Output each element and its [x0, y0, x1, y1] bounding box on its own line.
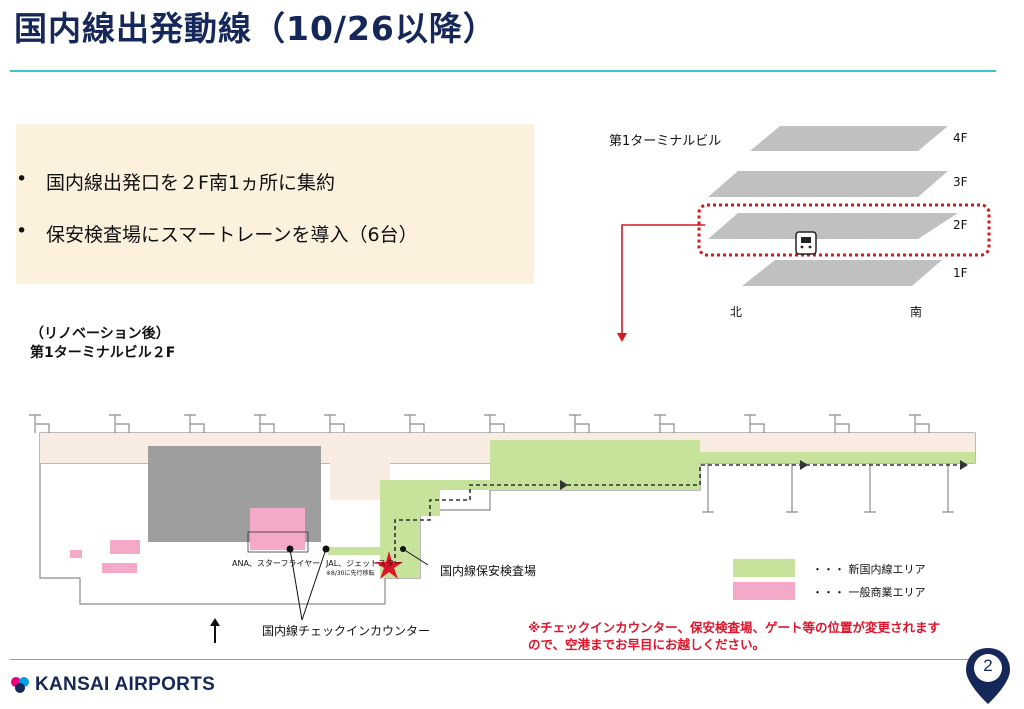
- building-label: 第1ターミナルビル: [609, 134, 722, 149]
- floor-label-3f: 3F: [953, 175, 968, 189]
- direction-north: 北: [730, 305, 743, 319]
- logo-mark-icon: [11, 677, 29, 693]
- new-domestic-area-pier: [440, 440, 975, 490]
- leader-line: [301, 548, 327, 621]
- legend-label: 新国内線エリア: [848, 563, 926, 576]
- legend-prefix: ・・・: [812, 586, 845, 599]
- section-title-line: （リノベーション後）: [30, 326, 170, 342]
- leader-arrow: [621, 224, 705, 335]
- security-label: 国内線保安検査場: [440, 564, 537, 578]
- floor-3f-slab: [708, 171, 948, 197]
- counter-outline-ana: [247, 531, 309, 553]
- floor-label-2f: 2F: [953, 218, 968, 232]
- caution-notice: ※チェックインカウンター、保安検査場、ゲート等の位置が変更されます ので、空港ま…: [528, 619, 940, 653]
- floor-2f-highlight: [697, 203, 991, 257]
- flow-arrow: [560, 480, 568, 490]
- logo-text: KANSAI AIRPORTS: [35, 674, 216, 695]
- entrance-arrow-icon: [210, 618, 220, 643]
- floor-label-1f: 1F: [953, 266, 968, 280]
- bullet-mark: •: [16, 168, 28, 190]
- boarding-bridge: [702, 463, 714, 513]
- caution-line: ※チェックインカウンター、保安検査場、ゲート等の位置が変更されます: [528, 620, 941, 635]
- caution-line: ので、空港までお早目にお越しください。: [528, 637, 766, 652]
- leader-line: [402, 548, 429, 566]
- legend-label: 一般商業エリア: [848, 586, 926, 599]
- train-station-icon: [795, 231, 817, 255]
- commercial-block-mid: [110, 540, 140, 554]
- checkin-counter-label: 国内線チェックインカウンター: [262, 624, 431, 638]
- boarding-bridge: [864, 463, 876, 513]
- flow-arrow: [960, 460, 968, 470]
- legend-item: ・・・ 新国内線エリア: [812, 561, 926, 577]
- leader-line: [289, 548, 303, 621]
- bullet-mark: •: [16, 220, 28, 242]
- boarding-bridges: [29, 414, 954, 513]
- flow-arrow: [800, 460, 808, 470]
- note-item: • 国内線出発口を２F南1ヵ所に集約: [16, 168, 336, 195]
- page-title: 国内線出発動線（10/26以降）: [14, 9, 497, 48]
- floor-label-4f: 4F: [953, 131, 968, 145]
- commercial-block-tiny: [70, 550, 82, 558]
- new-domestic-area-counter: [328, 547, 380, 555]
- legend-item: ・・・ 一般商業エリア: [812, 584, 926, 600]
- boarding-bridge: [786, 463, 798, 513]
- floor-2f-slab: [708, 213, 958, 239]
- boarding-bridge: [942, 463, 954, 513]
- map-section-title: （リノベーション後） 第1ターミナルビル２F: [30, 325, 175, 363]
- kansai-airports-logo: KANSAI AIRPORTS: [10, 674, 215, 696]
- title-divider: [10, 70, 996, 72]
- commercial-block-small: [102, 563, 137, 573]
- jal-relocation-note: ※8/30に先行移転: [326, 570, 375, 577]
- jal-counter-label: JAL、ジェットスター: [326, 559, 403, 568]
- new-domestic-area-link: [380, 480, 440, 516]
- ana-counter-label: ANA、スターフライヤー: [232, 559, 321, 568]
- legend-swatch-new-domestic: [733, 559, 795, 577]
- location-pin-icon: [966, 648, 1010, 704]
- note-text: 国内線出発口を２F南1ヵ所に集約: [46, 172, 336, 194]
- note-item: • 保安検査場にスマートレーンを導入（6台）: [16, 220, 418, 247]
- legend-swatch-commercial: [733, 582, 795, 600]
- commercial-block-left: [250, 508, 305, 550]
- notes-box: [16, 124, 534, 284]
- page-number: 2: [983, 656, 993, 675]
- leader-arrowhead: [617, 333, 627, 342]
- floor-4f-slab: [750, 126, 948, 151]
- note-text: 保安検査場にスマートレーンを導入（6台）: [46, 224, 418, 246]
- departure-flow-route: [394, 464, 960, 565]
- direction-south: 南: [910, 305, 923, 319]
- footer-divider: [10, 659, 996, 660]
- legend-prefix: ・・・: [812, 563, 845, 576]
- floor-1f-slab: [742, 260, 942, 286]
- security-checkpoint-marker: [375, 551, 403, 579]
- section-title-line: 第1ターミナルビル２F: [30, 345, 176, 361]
